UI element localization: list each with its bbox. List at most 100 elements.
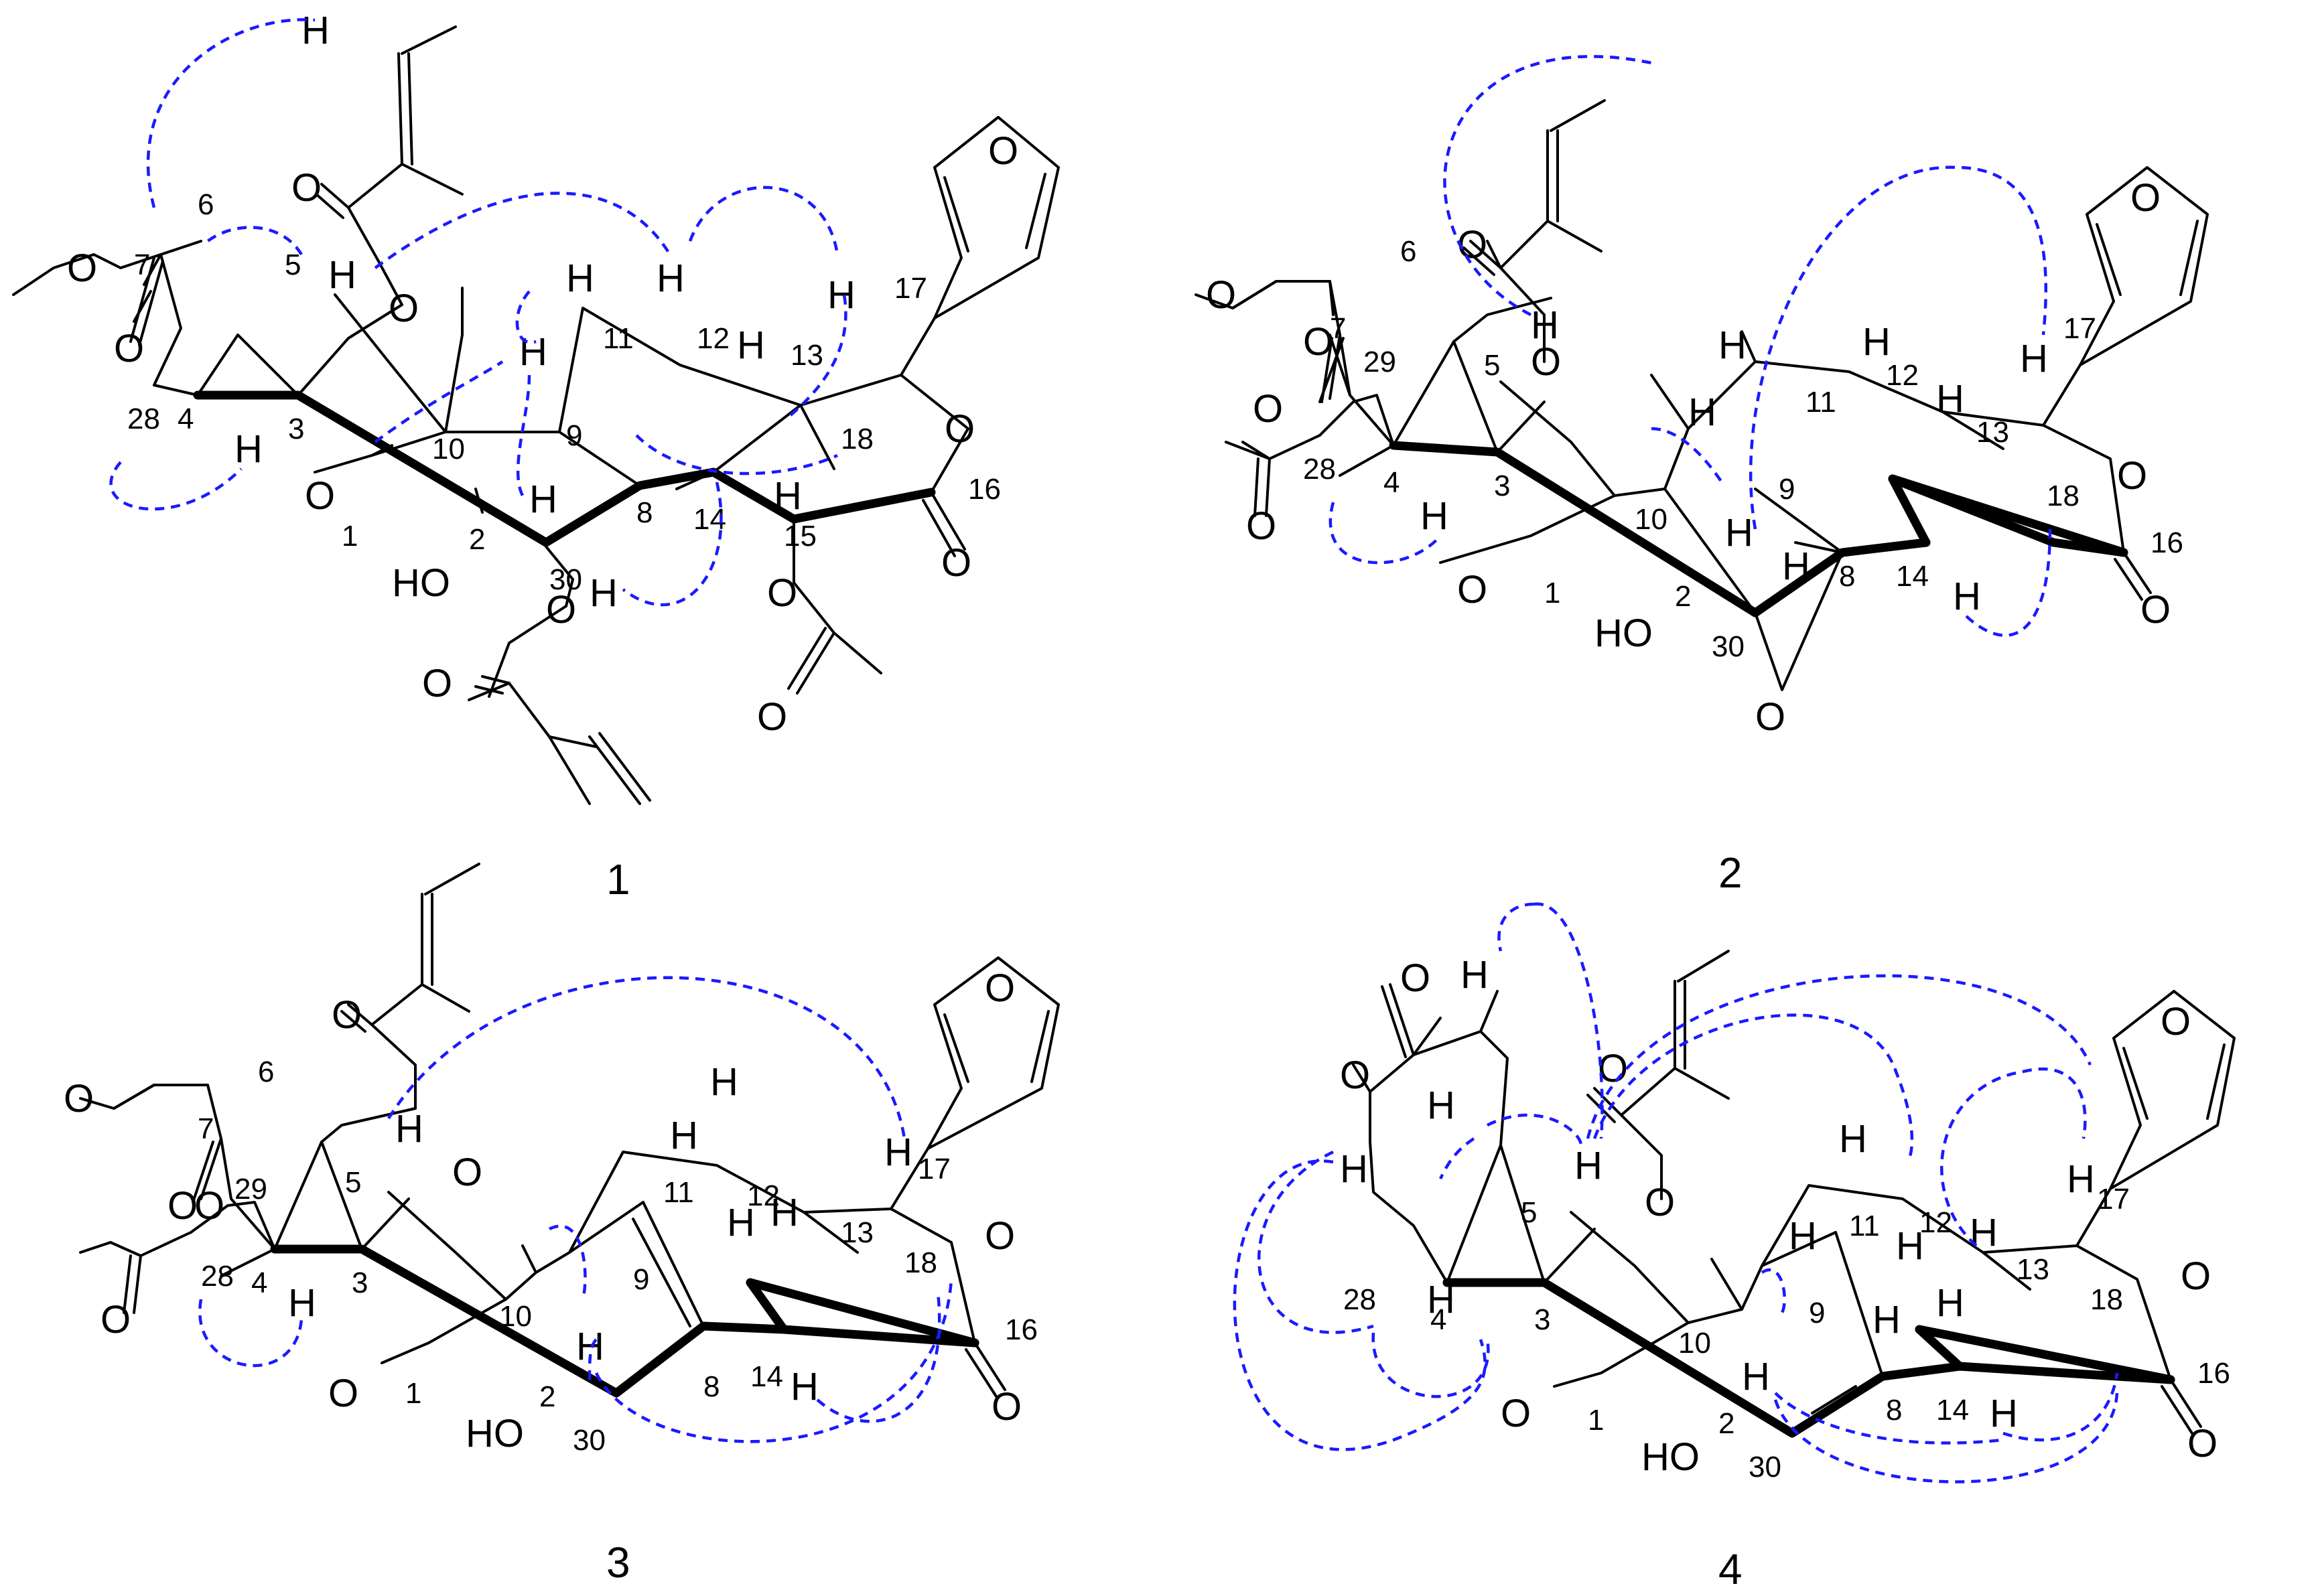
compound-1-labels: O HO O O O O O O O O O O O H H H H H H H… xyxy=(67,9,1018,903)
label-H: H xyxy=(1574,1144,1603,1187)
label-H: H xyxy=(770,1191,799,1234)
label-n3: 3 xyxy=(1494,469,1510,502)
label-n4: 4 xyxy=(1430,1303,1446,1336)
compound-4-structure xyxy=(1352,950,2236,1438)
label-n1: 1 xyxy=(405,1377,421,1410)
label-n11: 11 xyxy=(1805,386,1836,419)
label-O: O xyxy=(2130,176,2161,220)
label-O: O xyxy=(1598,1047,1628,1090)
label-n7: 7 xyxy=(1330,312,1346,345)
label-O: O xyxy=(1206,273,1236,317)
label-H: H xyxy=(827,273,856,317)
label-n29: 29 xyxy=(234,1173,267,1206)
label-O: O xyxy=(1457,223,1487,267)
label-H: H xyxy=(1725,511,1753,555)
label-H: H xyxy=(1460,953,1489,997)
label-H: H xyxy=(1789,1214,1817,1258)
label-HO: HO xyxy=(466,1412,524,1455)
label-O: O xyxy=(1246,504,1276,548)
label-H: H xyxy=(1862,320,1891,364)
label-H: H xyxy=(657,257,685,300)
label-n5: 5 xyxy=(1484,349,1500,382)
label-O: O xyxy=(1645,1181,1675,1224)
compound-1-structure xyxy=(12,25,1060,805)
label-n13: 13 xyxy=(841,1216,874,1249)
label-H: H xyxy=(884,1131,912,1174)
label-O: O xyxy=(64,1077,94,1120)
compound-3-noe-correlations xyxy=(198,976,953,1443)
compound-4-noe-correlations xyxy=(1233,902,2119,1483)
label-n30: 30 xyxy=(1749,1451,1781,1483)
label-n11: 11 xyxy=(1849,1210,1880,1242)
label-n28: 28 xyxy=(1343,1283,1376,1316)
compound-1-noe-correlations xyxy=(109,18,847,607)
label-H: H xyxy=(519,330,547,374)
label-n28: 28 xyxy=(127,403,160,435)
label-HO: HO xyxy=(1594,611,1653,655)
label-n14: 14 xyxy=(1896,560,1929,593)
label-n16: 16 xyxy=(2151,526,2183,559)
label-n30: 30 xyxy=(549,563,582,596)
label-n18: 18 xyxy=(2090,1283,2123,1316)
label-n3: 3 xyxy=(1534,1303,1550,1336)
label-n14: 14 xyxy=(750,1360,783,1393)
compound-3-labels: O O O O O HO O O O O O H H H H H H H H H… xyxy=(64,966,1038,1587)
label-H: H xyxy=(1936,1281,1964,1325)
label-n9: 9 xyxy=(633,1263,649,1296)
label-n29: 29 xyxy=(1363,346,1396,378)
label-n17: 17 xyxy=(2097,1183,2130,1216)
label-H: H xyxy=(727,1201,755,1244)
label-n16: 16 xyxy=(2197,1357,2230,1390)
label-H: H xyxy=(566,257,594,300)
label-H: H xyxy=(1688,390,1716,434)
label-H: H xyxy=(1340,1147,1368,1191)
label-H: H xyxy=(1742,1355,1770,1398)
label-n28: 28 xyxy=(1303,453,1336,486)
compound-2-noe-correlations xyxy=(1328,55,2052,637)
label-O: O xyxy=(194,1184,224,1228)
label-H: H xyxy=(1936,377,1964,421)
label-O: O xyxy=(167,1184,198,1228)
label-H: H xyxy=(301,9,330,52)
label-n1: 1 xyxy=(342,520,358,553)
label-H: H xyxy=(1953,575,1981,618)
label-O: O xyxy=(1457,568,1487,611)
label-n10: 10 xyxy=(1635,503,1667,536)
label-O: O xyxy=(1501,1392,1531,1435)
label-H: H xyxy=(1990,1392,2018,1435)
label-O: O xyxy=(985,966,1015,1010)
label-n30: 30 xyxy=(1712,630,1745,663)
label-n16: 16 xyxy=(968,473,1001,506)
label-O: O xyxy=(546,588,576,632)
label-n10: 10 xyxy=(1678,1327,1711,1360)
label-O: O xyxy=(2140,588,2171,632)
label-H: H xyxy=(1427,1084,1455,1127)
label-n4: 4 xyxy=(1383,466,1400,499)
compound-number-4: 4 xyxy=(1718,1545,1743,1593)
label-n18: 18 xyxy=(841,423,874,455)
label-n12: 12 xyxy=(747,1179,780,1212)
label-H: H xyxy=(710,1060,738,1104)
label-H: H xyxy=(1427,1278,1455,1321)
label-n12: 12 xyxy=(1886,359,1919,392)
label-O: O xyxy=(985,1214,1015,1258)
label-O: O xyxy=(422,662,452,705)
label-n2: 2 xyxy=(1675,580,1691,613)
label-O: O xyxy=(988,129,1018,173)
label-n16: 16 xyxy=(1005,1313,1038,1346)
label-n11: 11 xyxy=(603,322,634,355)
label-HO: HO xyxy=(1641,1435,1700,1479)
label-H: H xyxy=(774,474,802,518)
label-O: O xyxy=(67,246,97,290)
label-n13: 13 xyxy=(2017,1253,2049,1286)
label-O: O xyxy=(2117,454,2147,498)
label-H: H xyxy=(1531,303,1559,347)
label-H: H xyxy=(529,478,557,521)
label-n5: 5 xyxy=(285,248,301,281)
compound-number-3: 3 xyxy=(606,1538,630,1587)
label-H: H xyxy=(288,1281,316,1325)
label-O: O xyxy=(1531,340,1561,384)
label-n1: 1 xyxy=(1588,1404,1604,1437)
